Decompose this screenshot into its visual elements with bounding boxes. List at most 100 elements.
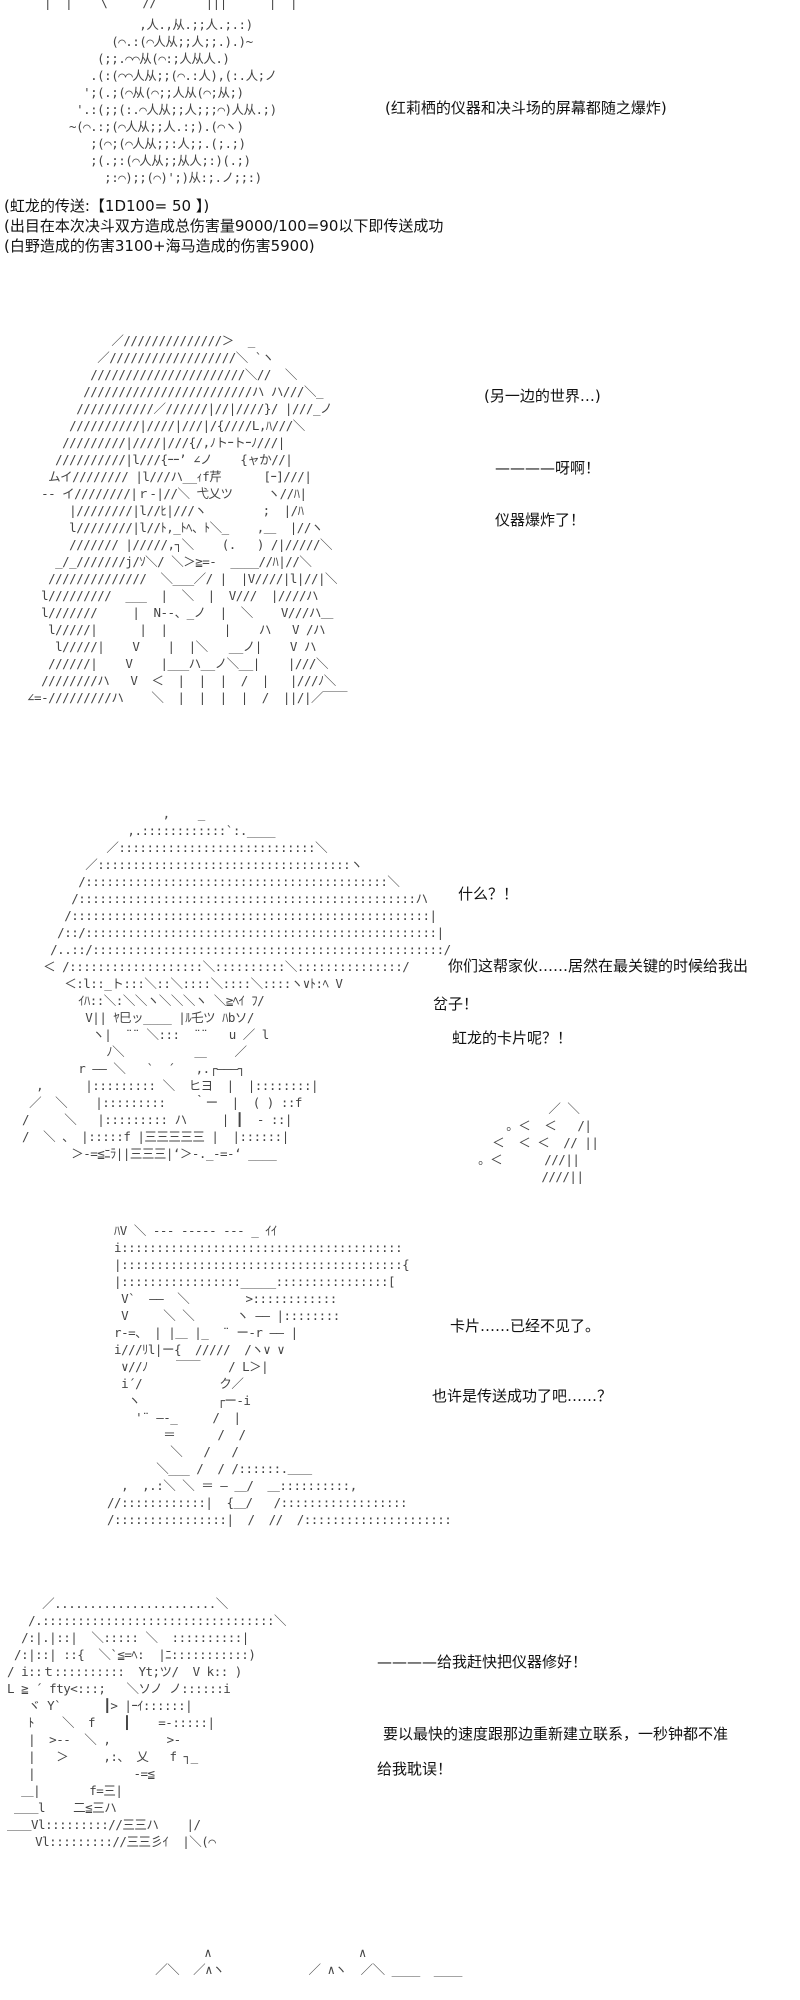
ascii-art-line: | >-- ＼ , >-	[0, 1732, 188, 1747]
dialogue-reconnect-1: 要以最快的速度跟那边重新建立联系，一秒钟都不准	[383, 1725, 729, 1743]
ascii-art-line: /:|::| ::{ ＼`≦=ﾍ: |ﾆ:::::::::::)	[0, 1647, 256, 1662]
ascii-art-line: r-=、 | |＿ |_ ¨ ー-r ―― |	[100, 1325, 298, 1340]
dialogue-reconnect-2: 给我耽误！	[377, 1760, 453, 1778]
ascii-art-line: 。＜ ＜ /|	[450, 1118, 592, 1133]
ascii-art-line: ﾊV ＼ --- ----- --- _ ｲｲ	[100, 1223, 277, 1238]
ascii-art-line: ∨//ﾉ ￣￣ / L＞|	[100, 1359, 269, 1374]
ascii-art-line: /:::::::::::::::::::::::::::::::::::::::…	[8, 908, 437, 923]
ascii-art-line: l/////| V | |＼ __ノ| V ハ	[20, 639, 316, 654]
ascii-art-line: ////////////// ＼___／/ | |V////|l|//|＼	[20, 571, 338, 586]
ascii-art-line: / ＼ |::::::::: ハ | ┃ - ::|	[8, 1112, 292, 1127]
ascii-art-line: //////////////////////＼// ＼	[20, 367, 297, 382]
ascii-art-line: ,人.,从.;;人.;.:)	[55, 17, 253, 32]
ascii-art-line: //////| V |___ハ__ノ＼__| |///＼	[20, 656, 328, 671]
ascii-art-line: ／::::::::::::::::::::::::::::＼	[8, 840, 328, 855]
dialogue-device-exploded: 仪器爆炸了！	[495, 511, 586, 529]
ascii-art-line: ヽ| ¨¨ ＼::: ¨¨ u ／ l	[8, 1027, 269, 1042]
ascii-art-line: i´/ ク／	[100, 1376, 244, 1391]
caption-roll-damage: (白野造成的伤害3100+海马造成的伤害5900)	[4, 237, 315, 255]
ascii-art-line: V` ―― ＼ >::::::::::::	[100, 1291, 337, 1306]
ascii-art-line: _/_///////j/ｿ＼/ ＼＞≧=- ____//ﾊ|//＼	[20, 554, 312, 569]
ascii-art-line: //::::::::::::| {＿/ /::::::::::::::::::	[100, 1495, 408, 1510]
ascii-art-line: V ＼ ＼ ヽ ―― |::::::::	[100, 1308, 340, 1323]
ascii-art-man: ﾊV ＼ --- ----- --- _ ｲｲ i:::::::::::::::…	[100, 1222, 452, 1528]
ascii-art-line: ＝ / /	[100, 1427, 246, 1442]
ascii-art-line: ／//////////////＞ _	[20, 333, 255, 348]
ascii-art-boss: ／.......................＼ /.::::::::::::…	[0, 1595, 286, 1850]
ascii-art-line: Vl::::::::://三三彡ｲ |＼(⌒	[0, 1834, 216, 1849]
ascii-art-line: V|| ﾔ巳ッ____ |ﾙ乇ツ ﾊbソ/	[8, 1010, 254, 1025]
ascii-art-explosion: ,人.,从.;;人.;.:) (⌒.:(⌒人从;;人;;.).)~ (;;.⌒⌒…	[55, 16, 277, 186]
ascii-art-line: ;:⌒);;(⌒)';)从:;.ノ;;:)	[55, 170, 262, 185]
ascii-art-line: '¨ ―-_ / |	[100, 1410, 241, 1425]
ascii-art-line: |////////|l//ﾋ|///ヽ ; |/ﾊ	[20, 503, 304, 518]
ascii-art-line: '.:(;;(:.⌒人从;;人;;;⌒)人从.;)	[55, 102, 277, 117]
ascii-art-girl: ／//////////////＞ _ ／//////////////////＼ …	[20, 332, 347, 706]
dialogue-maybe-success: 也许是传送成功了吧……？	[432, 1387, 613, 1405]
ascii-art-line: /////////|////|///{/,ﾉトｰトｰﾉ///|	[20, 435, 285, 450]
ascii-art-top-fragment: | | \ // ||| | |	[30, 0, 297, 10]
ascii-art-line: , ,.:＼ ＼ ＝ ― ＿/ ＿::::::::::,	[100, 1478, 357, 1493]
ascii-art-line: ムイ//////// |l///ハ__ｨf芹 [ｰ]///|	[20, 469, 312, 484]
ascii-art-line: i///ﾘl|ー{ ///// /ヽ∨ ∨	[100, 1342, 285, 1357]
ascii-art-boy: , _ ,.::::::::::::`:.____ ／:::::::::::::…	[8, 805, 451, 1162]
ascii-art-line: /::/::::::::::::::::::::::::::::::::::::…	[8, 925, 444, 940]
ascii-art-line: ／::::::::::::::::::::::::::::::::::::ヽ	[8, 857, 363, 872]
ascii-art-line: ／.......................＼	[0, 1596, 228, 1611]
ascii-art-line: ＼ / /	[100, 1444, 239, 1459]
ascii-art-line: /:|.|::| ＼::::: ＼ ::::::::::|	[0, 1630, 249, 1645]
ascii-art-line: ＿＿Vl::::::::://三三ハ |/	[0, 1817, 201, 1832]
dialogue-you-guys-1: 你们这帮家伙……居然在最关键的时候给我出	[448, 957, 749, 975]
ascii-art-line: l////////|l//ﾄ,_ﾄﾍ、ﾄ＼_ ,＿ |//ヽ	[20, 520, 323, 535]
ascii-art-line: ／ ＼	[450, 1101, 580, 1116]
ascii-art-line: ＼___ / / /::::::.＿＿	[100, 1461, 312, 1476]
ascii-art-bottom: ∧ ∧ ／＼ ／∧ヽ ／ ∧ヽ ／＼ ____ ____	[120, 1944, 462, 1978]
ascii-art-line: //////////|////|///|/{////L,ﾊ///＼	[20, 418, 305, 433]
ascii-art-line: ';(.;(⌒从(⌒;;人从(⌒;从;)	[55, 85, 244, 100]
ascii-art-line: ／＼ ／∧ヽ ／ ∧ヽ ／＼ ____ ____	[120, 1962, 462, 1977]
caption-other-world: (另一边的世界…)	[484, 387, 601, 405]
ascii-art-line: -- イ////////|ｒ-|//＼ 弋乂ツ ヽ//ﾊ|	[20, 486, 307, 501]
ascii-art-line: ＿＿l 二≦三ハ	[0, 1800, 117, 1815]
ascii-art-line: l///////// ___ | ＼ | V/// |////ハ	[20, 588, 318, 603]
ascii-art-line: ∠=-/////////ハ ＼ | | | | / ||/|／￣￣	[20, 690, 347, 705]
dialogue-where-card: 虹龙的卡片呢？！	[452, 1029, 573, 1047]
ascii-art-line: /////// |/////,┐＼ (. ) /|/////＼	[20, 537, 333, 552]
ascii-art-line: , _	[8, 806, 206, 821]
ascii-art-line: / i::ｔ:::::::::: Yt;ツ/ V k:: )	[0, 1664, 242, 1679]
ascii-art-line: ////////////////////////ハ ハ///＼_	[20, 384, 323, 399]
ascii-art-line: /.:::::::::::::::::::::::::::::::::＼	[0, 1613, 286, 1628]
ascii-art-line: ｲﾊ::＼:＼＼ヽ＼＼＼ヽ ＼≧ﾍｲ ﾌ/	[8, 993, 265, 1008]
ascii-art-line: /..::/::::::::::::::::::::::::::::::::::…	[8, 942, 451, 957]
ascii-art-line: ;(.;:(⌒人从;;从人;:)(.;)	[55, 153, 251, 168]
ascii-art-line: ﾄ ＼ f ┃ =-:::::|	[0, 1715, 215, 1730]
ascii-art-line: ~(⌒.:;(⌒人从;;人.:;).(⌒ヽ)	[55, 119, 244, 134]
ascii-art-line: ヽ ┌ー-i	[100, 1393, 251, 1408]
ascii-art-line: (⌒.:(⌒人从;;人;;.).)~	[55, 34, 253, 49]
ascii-art-line: ∧ ∧	[120, 1945, 366, 1960]
ascii-art-line: ／//////////////////＼ `ヽ	[20, 350, 274, 365]
ascii-art-line: | ＞ ,:、 乂 f ┐_	[0, 1749, 198, 1764]
ascii-art-line: ////////ハ V ＜ | | | / | |///ﾉ＼	[20, 673, 336, 688]
ascii-art-line: /::::::::::::::::| / // /:::::::::::::::…	[100, 1512, 452, 1527]
ascii-art-sparks: ／ ＼ 。＜ ＜ /| ＜ ＜ ＜ // || 。＜ ///|| ////||	[450, 1100, 599, 1185]
ascii-art-line: / ＼ 、 |:::::f |三三三三三 | |::::::|	[8, 1129, 289, 1144]
ascii-art-line: ;(⌒;(⌒人从;;:人;;.(;.;)	[55, 136, 246, 151]
ascii-art-line: l/////| | | | ハ V /ハ	[20, 622, 326, 637]
ascii-art-line: ﾉ＼ ＿ ／	[8, 1044, 247, 1059]
ascii-art-line: r ―― ＼ ` ´ ,.┌―――┐	[8, 1061, 245, 1076]
ascii-art-line: /:::::::::::::::::::::::::::::::::::::::…	[8, 874, 400, 889]
dialogue-what: 什么？！	[458, 885, 519, 903]
ascii-art-line: ＿| f=三|	[0, 1783, 123, 1798]
ascii-art-line: 。＜ ///||	[450, 1152, 580, 1167]
dialogue-scream: ————呀啊！	[495, 459, 601, 477]
ascii-art-line: L ≧ ´ fty<:::; ＼ソノ ノ::::::i	[0, 1681, 231, 1696]
ascii-art-line: ／ ＼ |::::::::: ｀ー | ( ) ::f	[8, 1095, 302, 1110]
ascii-art-line: , |::::::::: ＼ ヒヨ | |::::::::|	[8, 1078, 318, 1093]
ascii-art-line: ＜ ＜ ＜ // ||	[450, 1135, 599, 1150]
dialogue-fix-device: ————给我赶快把仪器修好！	[377, 1653, 588, 1671]
dialogue-you-guys-2: 岔子！	[433, 995, 479, 1013]
ascii-art-line: .(:(⌒⌒人从;;(⌒.:人),(:.人;ノ	[55, 68, 277, 83]
caption-roll-result: (虹龙的传送:【1D100= 50 】)	[4, 197, 210, 215]
ascii-art-line: //////////|l///{ｰｰ’ ∠ノ {ャか//|	[20, 452, 293, 467]
